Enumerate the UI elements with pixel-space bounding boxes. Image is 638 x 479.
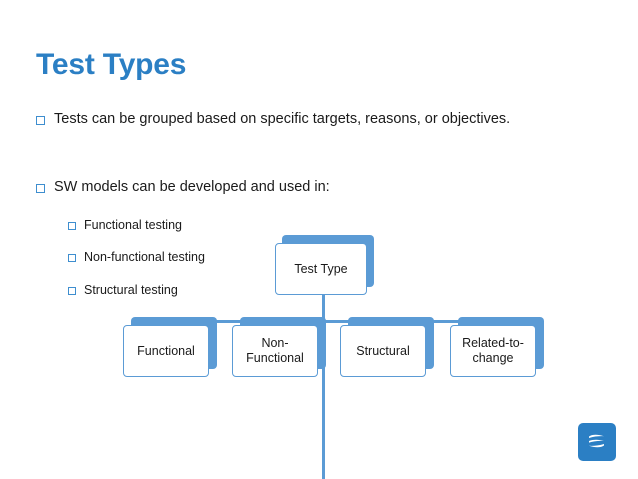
checkbox-bullet-icon (68, 254, 76, 262)
diagram-node-non-functional-label: Non-Functional (246, 336, 304, 365)
bullet-item-4: Non-functional testing (68, 250, 368, 265)
bullet-item-2: SW models can be developed and used in: (36, 179, 596, 196)
diagram-connector-horizontal (166, 320, 496, 323)
bullet-item-1-label: Tests can be grouped based on specific t… (54, 111, 511, 127)
diagram-node-functional[interactable]: Functional (123, 325, 209, 377)
diagram-node-structural-label: Structural (356, 343, 410, 358)
bullet-item-2-label: SW models can be developed and used in: (54, 179, 330, 195)
diagram-node-functional-label: Functional (137, 343, 195, 358)
checkbox-bullet-icon (36, 116, 45, 125)
bullet-item-3: Functional testing (68, 218, 368, 233)
diagram-node-structural[interactable]: Structural (340, 325, 426, 377)
slideshare-logo-icon (578, 423, 616, 461)
diagram-connector-trunk (322, 290, 325, 479)
checkbox-bullet-icon (36, 184, 45, 193)
bullet-item-5: Structural testing (68, 283, 368, 298)
diagram-node-non-functional[interactable]: Non-Functional (232, 325, 318, 377)
diagram-node-related-to-change-label: Related-to-change (462, 336, 524, 365)
diagram-node-test-type-label: Test Type (294, 261, 348, 276)
diagram-node-related-to-change[interactable]: Related-to-change (450, 325, 536, 377)
bullet-item-5-label: Structural testing (84, 283, 178, 297)
checkbox-bullet-icon (68, 287, 76, 295)
bullet-item-3-label: Functional testing (84, 218, 182, 232)
bullet-item-4-label: Non-functional testing (84, 250, 205, 264)
checkbox-bullet-icon (68, 222, 76, 230)
diagram-node-test-type[interactable]: Test Type (275, 243, 367, 295)
page-title: Test Types (36, 48, 187, 81)
bullet-item-1: Tests can be grouped based on specific t… (36, 111, 596, 128)
